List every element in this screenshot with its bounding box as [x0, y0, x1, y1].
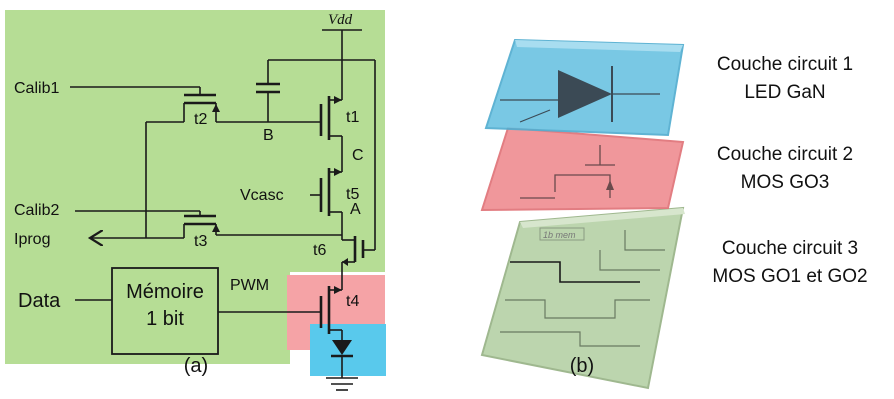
transistor-t1 — [319, 60, 343, 172]
led-diode — [332, 340, 352, 355]
transistor-t2 — [70, 86, 220, 123]
iprog-label: Iprog — [14, 231, 50, 248]
t4-label: t4 — [346, 293, 359, 310]
t1-label: t1 — [346, 109, 359, 126]
vdd-rail — [268, 29, 376, 245]
layer-2-plate — [480, 126, 685, 212]
transistor-t5 — [310, 168, 343, 235]
vdd-label: Vdd — [328, 12, 353, 28]
calib1-label: Calib1 — [14, 80, 59, 97]
transistor-t3 — [75, 210, 342, 238]
layer-2-subtitle: MOS GO3 — [741, 172, 830, 193]
transistor-t6 — [341, 235, 376, 290]
layer-1-subtitle: LED GaN — [744, 82, 825, 103]
data-label: Data — [18, 290, 61, 312]
pwm-label: PWM — [230, 277, 269, 294]
node-b-label: B — [263, 127, 274, 144]
t6-label: t6 — [313, 242, 326, 259]
node-c-label: C — [352, 147, 364, 164]
vcasc-label: Vcasc — [240, 187, 284, 204]
t5-label: t5 — [346, 186, 359, 203]
panel-a-schematic: Vdd Calib1 Calib2 Iprog Data PWM Vcasc B… — [5, 10, 386, 391]
panel-b-stack: 1b mem Couche circuit 1 LED GaN Couche c… — [480, 38, 868, 390]
node-a-label: A — [350, 201, 361, 218]
led-and-ground — [326, 340, 358, 391]
blue-region — [310, 324, 386, 376]
memory-line2: 1 bit — [146, 308, 184, 330]
layer-3-mem-label: 1b mem — [543, 230, 576, 240]
caption-a: (a) — [184, 355, 208, 377]
layer-1-title: Couche circuit 1 — [717, 54, 853, 75]
layer-3-title: Couche circuit 3 — [722, 238, 858, 259]
layer-1-diode-symbol — [558, 70, 612, 118]
layer-3-subtitle: MOS GO1 et GO2 — [712, 266, 867, 287]
t3-label: t3 — [194, 233, 207, 250]
memory-line1: Mémoire — [126, 281, 204, 303]
t2-label: t2 — [194, 111, 207, 128]
storage-capacitor — [256, 60, 280, 122]
layer-3-plate: 1b mem — [480, 206, 685, 390]
calib2-label: Calib2 — [14, 202, 59, 219]
caption-b: (b) — [570, 355, 594, 377]
memory-block — [111, 267, 219, 355]
layer-2-title: Couche circuit 2 — [717, 144, 853, 165]
layer-1-plate — [484, 38, 685, 137]
transistor-t4 — [270, 286, 343, 340]
